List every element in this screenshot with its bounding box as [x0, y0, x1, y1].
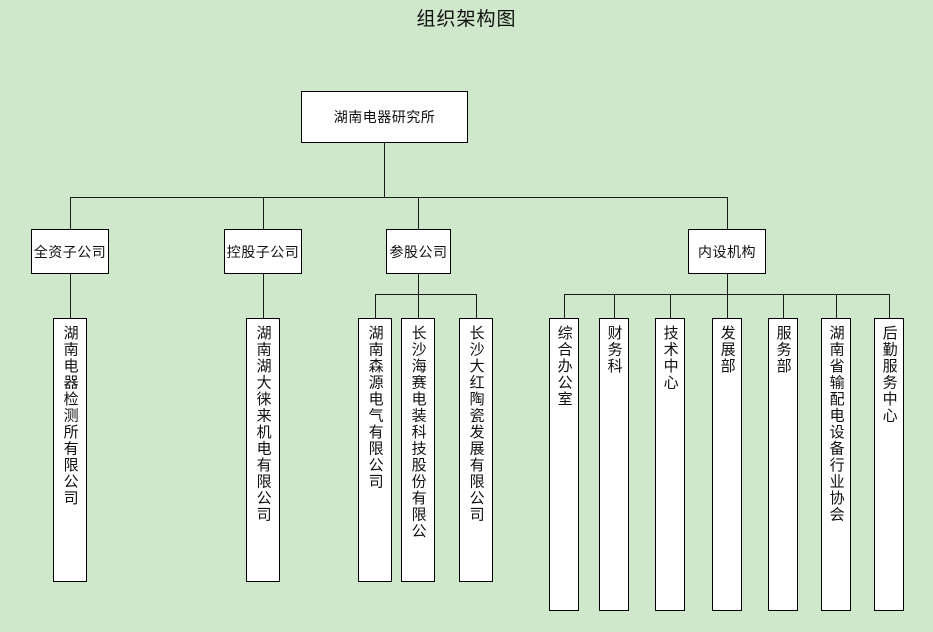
connector-equity-stem: [418, 274, 419, 295]
node-leaf-hunan-senyuan-electric[interactable]: 湖南森源电气有限公司: [358, 318, 392, 582]
node-leaf-label: 湖南森源电气有限公司: [366, 325, 385, 490]
node-leaf-technology-center[interactable]: 技术中心: [655, 318, 685, 611]
node-leaf-general-office[interactable]: 综合办公室: [549, 318, 579, 611]
connector-internal-drop-7: [889, 294, 890, 318]
node-wholly-owned-label: 全资子公司: [33, 244, 107, 261]
node-holding[interactable]: 控股子公司: [224, 229, 302, 274]
page-title: 组织架构图: [416, 8, 517, 30]
node-leaf-hunan-hudalailai-electromechanical[interactable]: 湖南湖大徕来机电有限公司: [246, 318, 280, 582]
connector-drop-equity: [418, 197, 419, 229]
node-leaf-label: 服务部: [774, 325, 793, 375]
node-leaf-label: 技术中心: [661, 325, 680, 391]
node-leaf-label: 后勤服务中心: [880, 325, 899, 424]
node-leaf-label: 湖南湖大徕来机电有限公司: [254, 325, 273, 523]
node-leaf-label: 长沙海赛电装科技股份有限公: [409, 325, 428, 540]
node-leaf-logistics-service-center[interactable]: 后勤服务中心: [874, 318, 904, 611]
node-equity[interactable]: 参股公司: [386, 229, 451, 274]
connector-internal-drop-4: [727, 294, 728, 318]
connector-drop-holding: [263, 197, 264, 229]
connector-internal-stem: [727, 274, 728, 295]
node-leaf-hunan-power-equipment-association[interactable]: 湖南省输配电设备行业协会: [821, 318, 851, 611]
node-equity-label: 参股公司: [389, 244, 448, 261]
node-leaf-label: 财务科: [605, 325, 624, 375]
node-leaf-label: 湖南省输配电设备行业协会: [827, 325, 846, 523]
connector-holding-to-child: [263, 274, 264, 318]
node-internal-label: 内设机构: [698, 244, 756, 261]
connector-internal-drop-6: [836, 294, 837, 318]
node-leaf-label: 综合办公室: [555, 325, 574, 408]
connector-internal-drop-2: [614, 294, 615, 318]
connector-equity-drop-3: [476, 294, 477, 318]
connector-internal-drop-5: [783, 294, 784, 318]
connector-internal-drop-3: [670, 294, 671, 318]
connector-equity-bus: [375, 294, 476, 295]
node-leaf-label: 长沙大红陶瓷发展有限公司: [467, 325, 486, 523]
connector-equity-drop-1: [375, 294, 376, 318]
connector-equity-drop-2: [418, 294, 419, 318]
node-leaf-label: 发展部: [718, 325, 737, 375]
node-leaf-changsha-haisai-electrical-technology[interactable]: 长沙海赛电装科技股份有限公: [401, 318, 435, 582]
connector-internal-bus: [564, 294, 889, 295]
node-internal[interactable]: 内设机构: [688, 229, 766, 274]
connector-internal-drop-1: [564, 294, 565, 318]
node-holding-label: 控股子公司: [226, 244, 300, 261]
connector-drop-wholly-owned: [70, 197, 71, 229]
node-leaf-development-department[interactable]: 发展部: [712, 318, 742, 611]
connector-main-bus: [70, 197, 728, 198]
node-leaf-service-department[interactable]: 服务部: [768, 318, 798, 611]
node-leaf-label: 湖南电器检测所有限公司: [61, 325, 80, 507]
node-root[interactable]: 湖南电器研究所: [301, 91, 468, 143]
connector-drop-internal: [727, 197, 728, 229]
node-leaf-changsha-dahong-ceramics[interactable]: 长沙大红陶瓷发展有限公司: [459, 318, 493, 582]
connector-root-stem: [384, 143, 385, 198]
node-wholly-owned[interactable]: 全资子公司: [31, 229, 109, 274]
node-leaf-hunan-electrical-testing[interactable]: 湖南电器检测所有限公司: [53, 318, 87, 582]
node-leaf-finance-section[interactable]: 财务科: [599, 318, 629, 611]
connector-wholly-owned-to-child: [70, 274, 71, 318]
node-root-label: 湖南电器研究所: [333, 110, 436, 126]
